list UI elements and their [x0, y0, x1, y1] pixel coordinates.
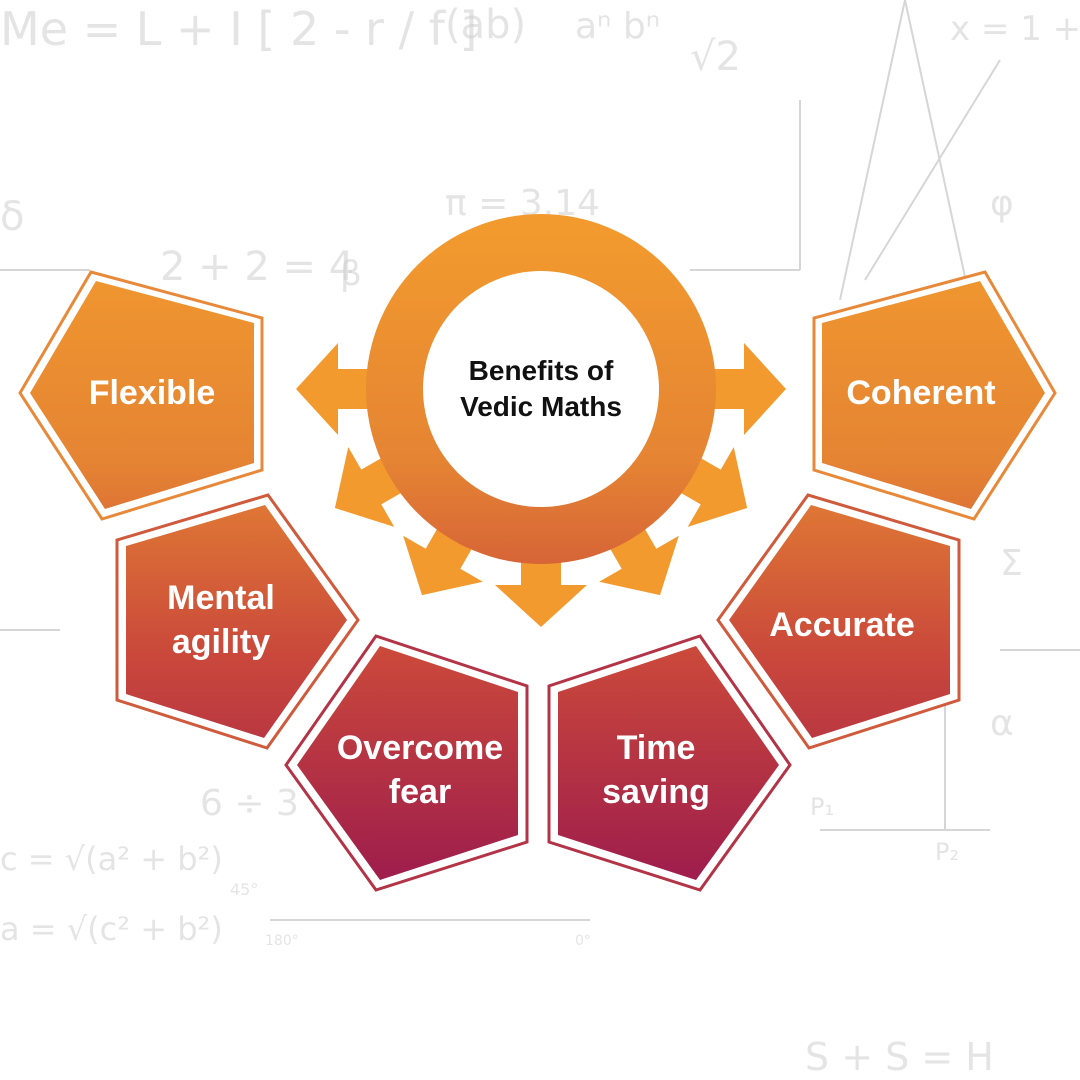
pentagon-time-saving: [547, 634, 792, 892]
pentagon-overcome-fear: [284, 634, 529, 892]
central-gear: [296, 214, 786, 627]
gear-arrow-6: [296, 343, 391, 435]
bg-math-text: δ: [0, 194, 24, 240]
bg-math-text: Me = L + I [ 2 - r / f ]: [0, 2, 477, 56]
center-title: Benefits of Vedic Maths: [431, 353, 651, 425]
bg-math-line: [904, 0, 971, 301]
benefit-label-line: Mental: [167, 579, 275, 617]
benefit-label-flexible: Flexible: [89, 371, 216, 415]
bg-math-text: α: [990, 703, 1014, 744]
pentagon-accurate: [716, 493, 961, 750]
benefit-label-line: Accurate: [769, 606, 915, 644]
bg-math-text: aⁿ bⁿ: [575, 6, 660, 47]
pentagon-coherent: [812, 270, 1057, 521]
gear-arrow-3: [495, 539, 587, 627]
bg-math-text: √2: [690, 34, 741, 80]
bg-math-text: 45°: [230, 880, 258, 899]
benefit-label-line: agility: [171, 623, 271, 661]
benefit-label-overcome-fear: Overcome fear: [337, 726, 503, 814]
benefit-label-line: fear: [388, 773, 452, 811]
benefit-label-line: saving: [602, 773, 710, 811]
gear-arrow-0: [691, 343, 786, 435]
benefit-label-line: Overcome: [336, 729, 504, 767]
bg-math-text: a = √(c² + b²): [0, 910, 223, 948]
bg-math-text: φ: [990, 183, 1014, 224]
center-title-line2: Vedic Maths: [460, 391, 622, 422]
bg-math-text: S + S = H: [805, 1035, 994, 1079]
benefit-label-coherent: Coherent: [846, 371, 995, 415]
benefit-label-mental-agility: Mental agility: [167, 576, 275, 664]
center-title-line1: Benefits of: [468, 355, 614, 386]
pentagon-flexible: [18, 270, 264, 521]
benefit-label-time-saving: Time saving: [602, 726, 710, 814]
bg-math-text: c = √(a² + b²): [0, 840, 223, 878]
benefit-label-line: Flexible: [88, 374, 216, 412]
bg-math-text: P₁: [810, 793, 834, 821]
bg-math-line: [839, 0, 906, 301]
bg-math-text: P₂: [935, 838, 959, 866]
bg-math-text: β: [340, 254, 362, 294]
bg-math-text: 180°: [265, 933, 299, 949]
pentagon-mental-agility: [115, 493, 360, 750]
bg-math-text: 2 + 2 = 4: [160, 244, 354, 290]
benefit-pentagons: [18, 270, 1057, 892]
benefit-label-accurate: Accurate: [769, 603, 915, 647]
benefit-label-line: Coherent: [846, 374, 996, 412]
bg-math-text: 0°: [575, 933, 591, 949]
gear-center-hole: [423, 271, 659, 507]
bg-math-text: (ab): [445, 2, 526, 48]
bg-math-line: [864, 59, 1001, 281]
bg-math-text: x = 1 + y: [950, 9, 1080, 49]
benefit-label-line: Time: [616, 729, 696, 767]
bg-math-text: Σ: [1000, 543, 1023, 584]
